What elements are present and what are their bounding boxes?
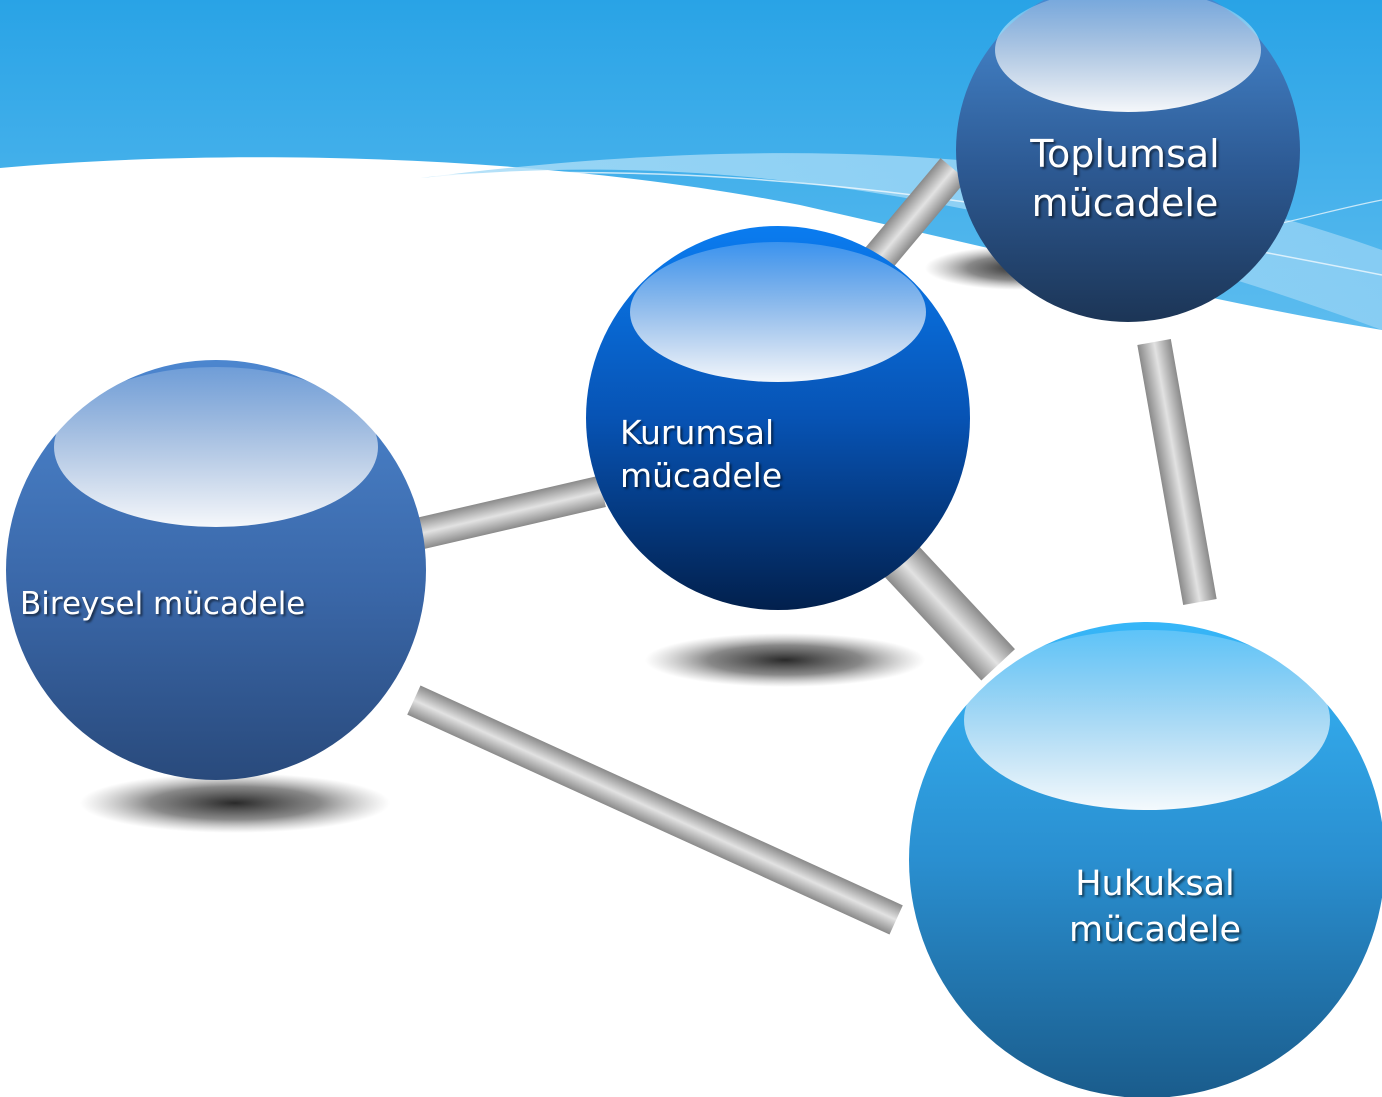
node-kurumsal-sphere [586,226,970,610]
node-kurumsal-label: Kurumsal mücadele [620,413,783,495]
node-hukuksal-sphere [909,622,1382,1097]
node-bireysel-label: Bireysel mücadele [20,586,306,622]
connector-toplumsal-hukuksal [1137,339,1217,605]
node-toplumsal-label: Toplumsal mücadele [1030,132,1220,226]
connectors [394,158,1217,935]
node-toplumsal-sphere [956,0,1300,322]
connector-kurumsal-toplumsal [863,158,967,272]
connector-bireysel-kurumsal [394,475,606,555]
node-hukuksal-label: Hukuksal mücadele [1069,864,1241,950]
connector-bireysel-hukuksal [407,685,903,935]
node-bireysel-sphere [6,360,426,780]
connector-kurumsal-hukuksal [879,539,1015,681]
